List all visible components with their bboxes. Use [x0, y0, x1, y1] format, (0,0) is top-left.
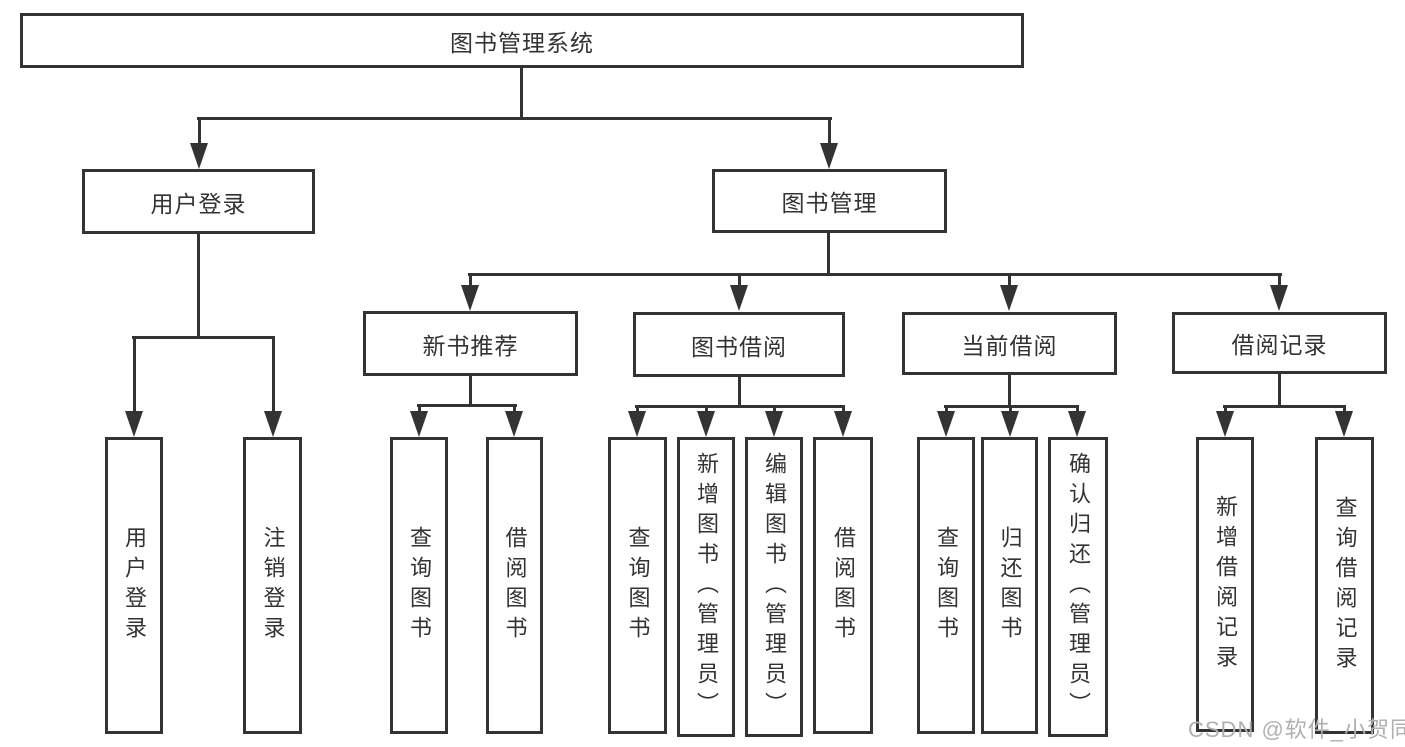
- edge-current-borrow-drop: [1008, 375, 1011, 407]
- arrowhead-rec-borrow: [505, 411, 523, 437]
- arrowhead-book-mgmt: [820, 143, 838, 169]
- node-root: 图书管理系统: [20, 13, 1024, 68]
- edge-stem-bb-add: [705, 405, 708, 416]
- arrowhead-leaf-user-login: [125, 411, 143, 437]
- leaf-query-books-borrow: 查询图书: [608, 437, 667, 734]
- node-new-book-recommend: 新书推荐: [363, 311, 578, 376]
- edge-stem-cb-query: [945, 405, 948, 416]
- edge-level3-rail: [468, 273, 1282, 276]
- arrowhead-current-borrow: [1000, 285, 1018, 311]
- arrowhead-bb-edit: [765, 411, 783, 437]
- leaf-logout-login: 注销登录: [243, 437, 302, 734]
- edge-stem-book-mgmt: [828, 117, 831, 147]
- edge-user-login-drop: [197, 234, 200, 338]
- leaf-query-borrow-record: 查询借阅记录: [1315, 437, 1374, 734]
- leaf-add-borrow-record: 新增借阅记录: [1196, 437, 1254, 732]
- leaf-user-login: 用户登录: [105, 437, 163, 734]
- node-current-borrow: 当前借阅: [902, 312, 1117, 375]
- node-borrow-records: 借阅记录: [1172, 312, 1387, 374]
- edge-level2-rail: [197, 117, 832, 120]
- edge-stem-user-login: [198, 117, 201, 147]
- edge-new-book-rec-drop: [469, 376, 472, 407]
- leaf-query-books-current: 查询图书: [917, 437, 975, 734]
- edge-stem-bb-borrow: [842, 405, 845, 416]
- arrowhead-borrow-records: [1270, 285, 1288, 311]
- arrowhead-cb-confirm: [1068, 411, 1086, 437]
- arrowhead-br-query: [1335, 411, 1353, 437]
- edge-stem-bb-query: [636, 405, 639, 416]
- edge-stem-br-add: [1224, 405, 1227, 416]
- leaf-borrow-books-recommend: 借阅图书: [486, 437, 543, 734]
- leaf-add-books-admin: 新增图书（管理员）: [677, 437, 735, 737]
- edge-book-mgmt-drop: [827, 233, 830, 276]
- node-book-management: 图书管理: [712, 169, 947, 233]
- edge-stem-borrow-records: [1278, 273, 1281, 289]
- arrowhead-book-borrow: [730, 285, 748, 311]
- arrowhead-cb-return: [1001, 411, 1019, 437]
- arrowhead-bb-query: [628, 411, 646, 437]
- edge-stem-current-borrow: [1008, 273, 1011, 289]
- edge-stem-bb-edit: [773, 405, 776, 416]
- node-book-borrow: 图书借阅: [633, 312, 845, 377]
- leaf-edit-books-admin: 编辑图书（管理员）: [745, 437, 803, 737]
- arrowhead-bb-borrow: [834, 411, 852, 437]
- edge-new-book-rec-rail: [417, 404, 517, 407]
- arrowhead-cb-query: [937, 411, 955, 437]
- edge-stem-rec-query: [418, 404, 421, 416]
- csdn-watermark: CSDN @软件_小贺同学: [1188, 717, 1405, 742]
- edge-stem-new-book-rec: [469, 273, 472, 289]
- arrowhead-leaf-logout: [264, 411, 282, 437]
- edge-stem-br-query: [1343, 405, 1346, 416]
- arrowhead-bb-add: [697, 411, 715, 437]
- edge-stem-cb-confirm: [1076, 405, 1079, 416]
- edge-user-login-rail: [132, 336, 275, 339]
- arrowhead-user-login: [190, 143, 208, 169]
- edge-book-borrow-drop: [738, 377, 741, 408]
- node-user-login: 用户登录: [82, 169, 315, 234]
- arrowhead-rec-query: [410, 411, 428, 437]
- edge-stem-rec-borrow: [513, 404, 516, 416]
- edge-stem-leaf-user-login: [133, 336, 136, 415]
- edge-stem-cb-return: [1009, 405, 1012, 416]
- leaf-return-books: 归还图书: [981, 437, 1038, 734]
- edge-root-drop: [520, 68, 523, 120]
- edge-borrow-records-rail: [1223, 405, 1346, 408]
- edge-borrow-records-drop: [1278, 374, 1281, 407]
- leaf-confirm-return-admin: 确认归还（管理员）: [1048, 437, 1108, 737]
- leaf-borrow-books-borrow: 借阅图书: [813, 437, 873, 734]
- edge-book-borrow-rail: [635, 405, 845, 408]
- edge-stem-leaf-logout: [272, 336, 275, 415]
- leaf-query-books-recommend: 查询图书: [390, 437, 448, 734]
- arrowhead-br-add: [1216, 411, 1234, 437]
- edge-stem-book-borrow: [738, 273, 741, 289]
- arrowhead-new-book-rec: [461, 285, 479, 311]
